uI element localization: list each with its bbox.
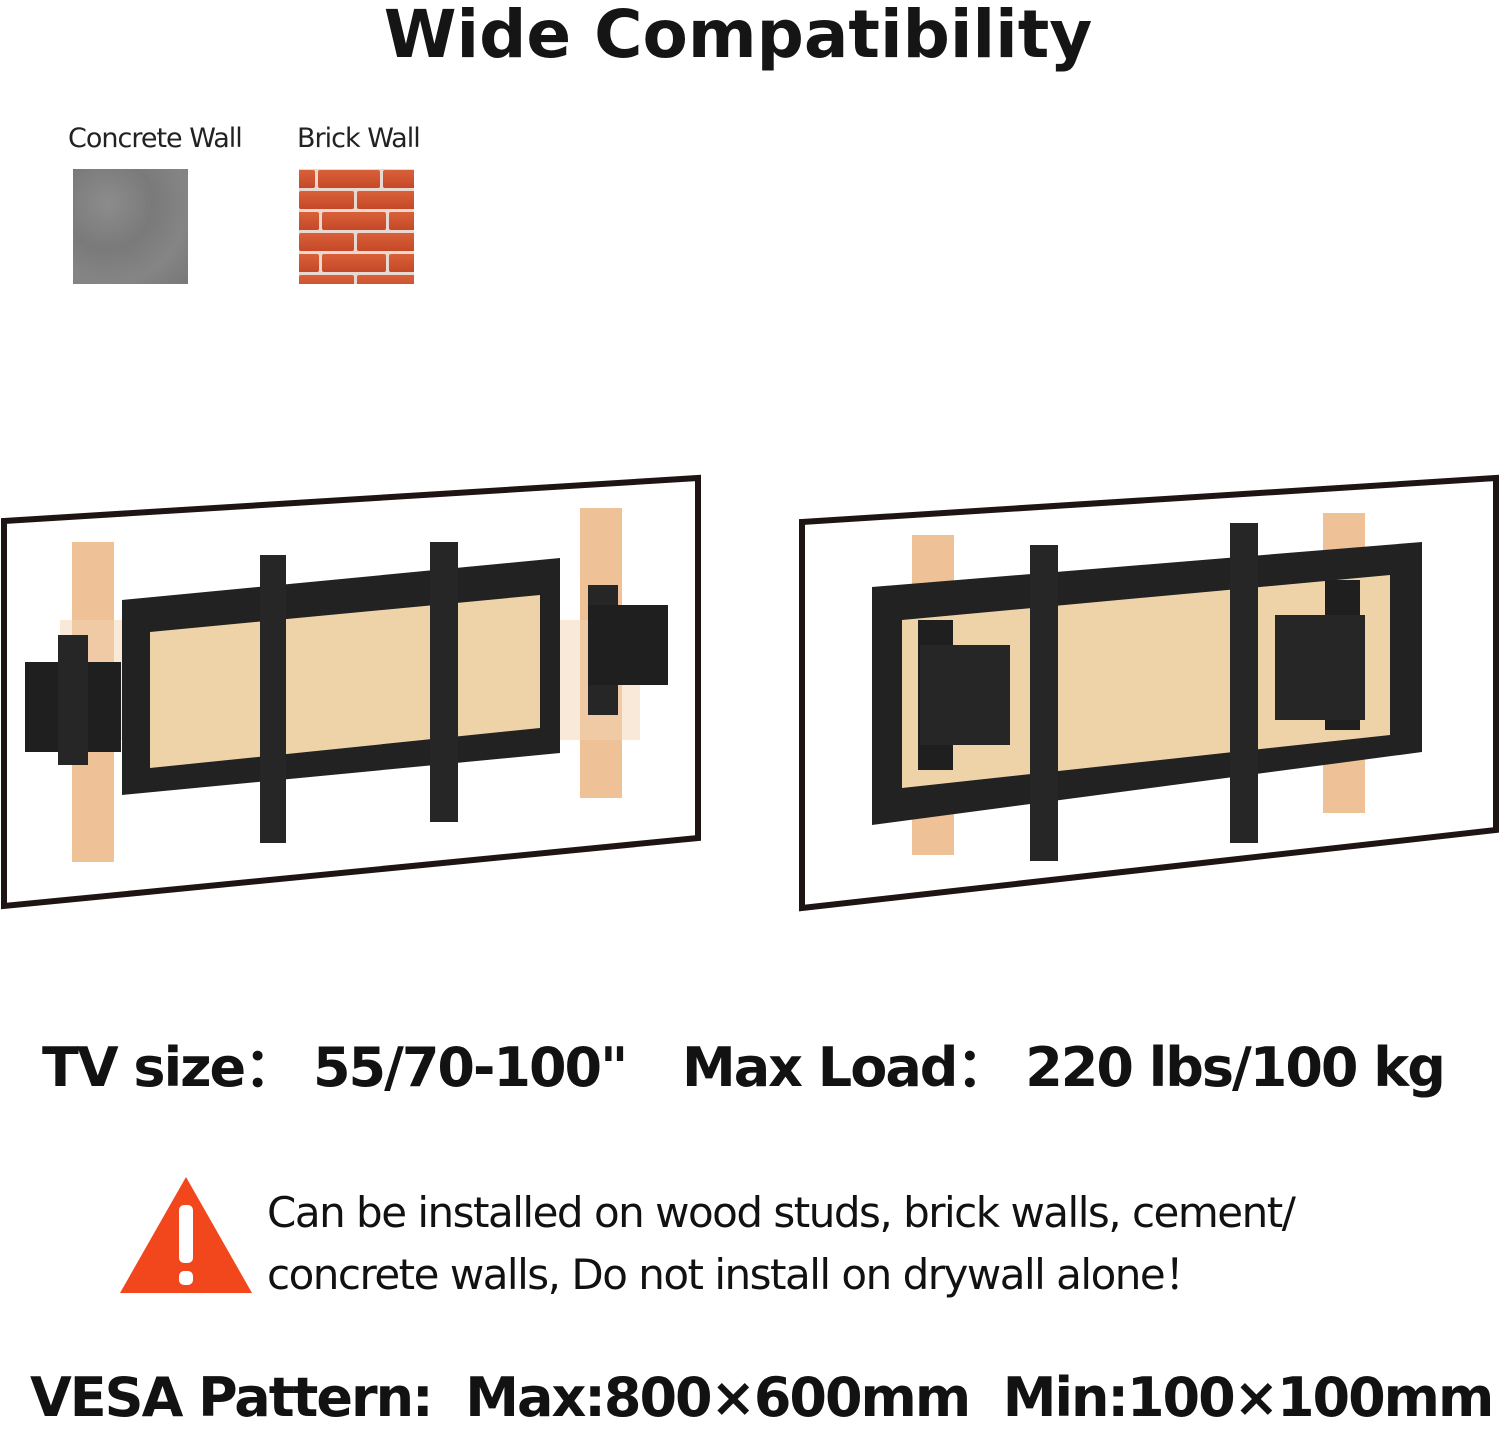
max-load-value: 220 lbs/100 kg [1025, 1036, 1446, 1099]
brick-wall-label: Brick Wall [297, 123, 421, 154]
max-load-spec: Max Load： 220 lbs/100 kg [682, 1036, 1446, 1099]
illustration-extended-mount [0, 474, 701, 910]
tv-size-label: TV size： [42, 1036, 298, 1099]
vesa-label: VESA Pattern: [30, 1366, 434, 1429]
max-load-label: Max Load： [682, 1036, 1010, 1099]
vesa-max: Max:800×600mm [465, 1366, 971, 1429]
warning-line-1: Can be installed on wood studs, brick wa… [267, 1188, 1296, 1237]
page-title: Wide Compatibility [383, 0, 1093, 73]
vesa-min: Min:100×100mm [1002, 1366, 1495, 1429]
warning-triangle-icon [120, 1177, 252, 1293]
vesa-spec: VESA Pattern: Max:800×600mm Min:100×100m… [30, 1366, 1495, 1429]
tv-size-spec: TV size： 55/70-100" [42, 1036, 628, 1099]
concrete-wall-swatch [73, 169, 188, 284]
brick-wall-swatch [299, 169, 414, 284]
illustration-folded-mount [799, 474, 1499, 912]
concrete-wall-label: Concrete Wall [68, 123, 243, 154]
warning-line-2: concrete walls, Do not install on drywal… [267, 1250, 1206, 1299]
tv-size-value: 55/70-100" [312, 1036, 628, 1099]
